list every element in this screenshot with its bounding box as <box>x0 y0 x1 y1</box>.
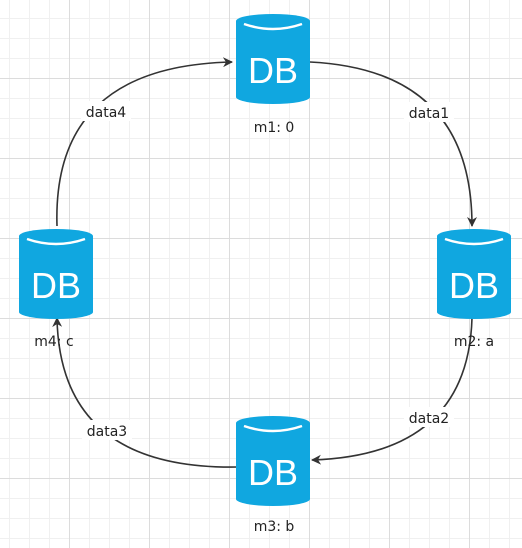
db-text: DB <box>248 452 298 493</box>
db-node-m3[interactable]: DB m3: b <box>236 416 310 535</box>
edge-label-data4: data4 <box>86 105 127 121</box>
db-node-m2[interactable]: DB m2: a <box>437 229 511 350</box>
database-icon: DB <box>437 229 511 319</box>
node-label-m2: m2: a <box>454 334 494 350</box>
node-label-m4: m4: c <box>34 334 73 350</box>
database-icon: DB <box>236 14 310 104</box>
db-text: DB <box>248 50 298 91</box>
node-label-m1: m1: 0 <box>254 120 295 136</box>
db-text: DB <box>449 265 499 306</box>
database-icon: DB <box>236 416 310 506</box>
edge-label-data2: data2 <box>409 411 449 427</box>
edge-m2-m3[interactable]: data2 <box>311 317 473 465</box>
edge-m1-m2[interactable]: data1 <box>309 61 477 227</box>
node-label-m3: m3: b <box>254 519 295 535</box>
edge-m4-m1[interactable]: data4 <box>56 57 233 227</box>
db-text: DB <box>31 265 81 306</box>
edge-label-data1: data1 <box>409 106 449 122</box>
database-icon: DB <box>19 229 93 319</box>
db-node-m4[interactable]: DB m4: c <box>19 229 93 350</box>
db-node-m1[interactable]: DB m1: 0 <box>236 14 310 136</box>
edge-m3-m4[interactable]: data3 <box>52 317 239 468</box>
edge-label-data3: data3 <box>87 424 127 440</box>
